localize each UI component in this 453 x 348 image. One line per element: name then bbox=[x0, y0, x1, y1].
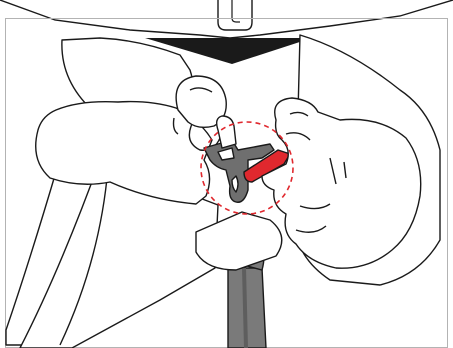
instruction-illustration bbox=[0, 0, 453, 348]
illustration-canvas bbox=[0, 0, 453, 348]
